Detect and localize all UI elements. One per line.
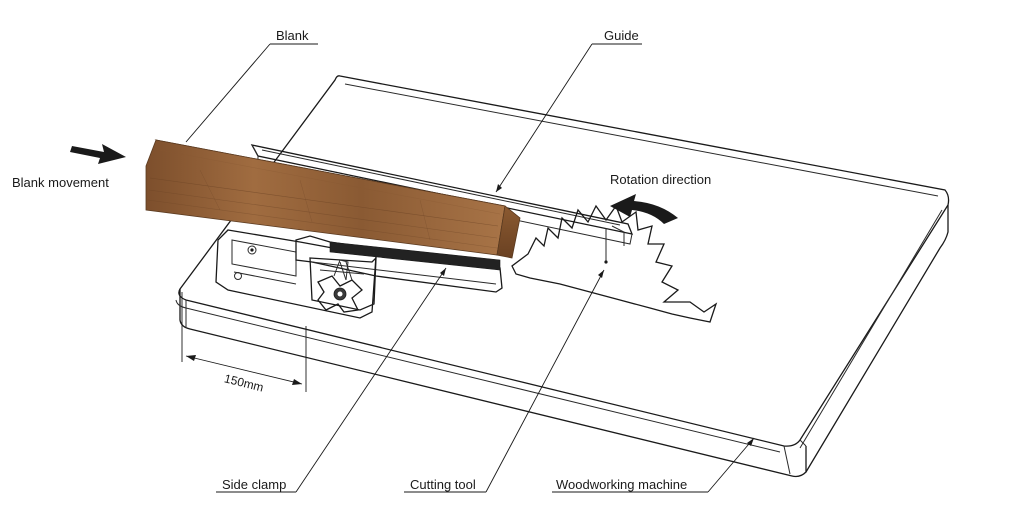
label-blank-movement: Blank movement <box>12 175 109 190</box>
label-blank: Blank <box>276 28 309 43</box>
dimension-label: 150mm <box>223 371 265 394</box>
label-woodworking-machine: Woodworking machine <box>556 477 687 492</box>
label-rotation-direction: Rotation direction <box>610 172 711 187</box>
label-cutting-tool: Cutting tool <box>410 477 476 492</box>
label-side-clamp: Side clamp <box>222 477 286 492</box>
leader-lines <box>185 43 755 493</box>
wing-nut-icon <box>317 259 363 313</box>
saw-blade-icon <box>511 204 718 323</box>
dimension-150mm: 150mm <box>181 292 307 395</box>
machine-table <box>175 75 950 478</box>
label-guide: Guide <box>604 28 639 43</box>
blank-workpiece <box>145 139 521 259</box>
movement-arrow-icon <box>70 144 126 164</box>
rotation-arrow-icon <box>610 194 678 224</box>
side-clamp <box>215 229 503 319</box>
